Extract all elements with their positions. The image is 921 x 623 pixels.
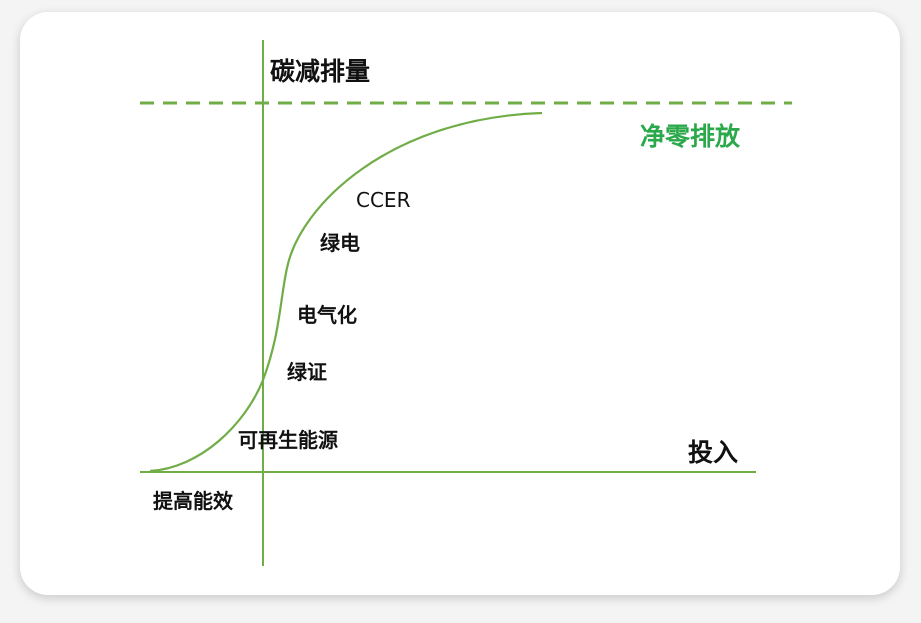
s-curve (149, 111, 543, 473)
net-zero-label: 净零排放 (640, 122, 741, 151)
stage-label: 提高能效 (153, 489, 233, 513)
stage-label: 可再生能源 (238, 428, 338, 452)
stage-label: 绿电 (320, 231, 360, 255)
stage-label: 绿证 (287, 360, 327, 384)
diagram-card (20, 12, 900, 595)
y-axis-label: 碳减排量 (270, 57, 370, 86)
x-axis-label: 投入 (688, 438, 738, 467)
stage-label: CCER (356, 188, 411, 212)
stage-label: 电气化 (297, 303, 357, 327)
